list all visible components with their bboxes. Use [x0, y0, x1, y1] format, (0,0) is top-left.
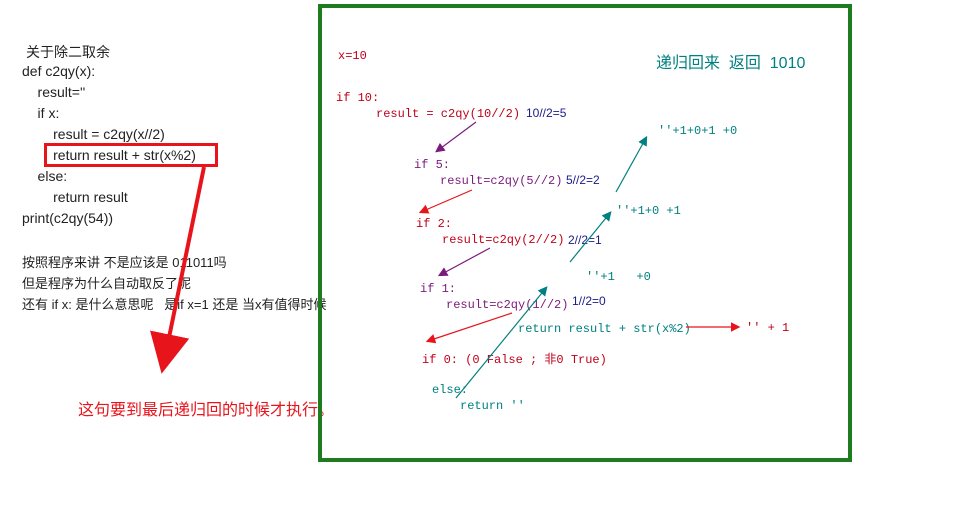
- code-line-def: def c2qy(x):: [22, 63, 96, 79]
- div5-label: 5//2=2: [566, 173, 600, 187]
- return-empty-label: return '': [460, 399, 525, 413]
- code-line-else: else:: [22, 168, 68, 184]
- return-up-1: ''+1 +0: [586, 270, 651, 284]
- result10-label: result = c2qy(10//2): [376, 107, 521, 121]
- code-line-return-empty: return result: [22, 189, 128, 205]
- code-line-if: if x:: [22, 105, 60, 121]
- code-line-print: print(c2qy(54)): [22, 210, 114, 226]
- if2-label: if 2:: [416, 217, 453, 231]
- return-up-2: ''+1+0 +1: [616, 204, 681, 218]
- question-1: 按照程序来讲 不是应该是 011011吗: [22, 255, 227, 270]
- code-heading: 关于除二取余: [26, 44, 110, 60]
- x-init-label: x=10: [338, 49, 367, 63]
- code-line-recursive-call: result = c2qy(x//2): [22, 126, 165, 142]
- return-up-3: ''+1+0+1 +0: [658, 124, 738, 138]
- div1-label: 1//2=0: [572, 294, 606, 308]
- div10-label: 10//2=5: [526, 106, 567, 120]
- if1-label: if 1:: [420, 282, 457, 296]
- if10-label: if 10:: [336, 91, 380, 105]
- if5-label: if 5:: [414, 158, 451, 172]
- return-line-label: return result + str(x%2): [518, 322, 691, 336]
- recursion-diagram-frame: [318, 4, 852, 462]
- if0-label: if 0: (0 False ; 非0 True): [422, 353, 607, 367]
- execution-note: 这句要到最后递归回的时候才执行。: [78, 402, 335, 419]
- return-value-1: '' + 1: [746, 321, 790, 335]
- div2-label: 2//2=1: [568, 233, 602, 247]
- code-line-result-init: result='': [22, 84, 86, 100]
- result2-label: result=c2qy(2//2): [442, 233, 565, 247]
- question-2: 但是程序为什么自动取反了呢: [22, 276, 192, 291]
- diagram-title: 递归回来 返回 1010: [656, 55, 806, 72]
- highlight-box: [44, 143, 218, 167]
- question-3: 还有 if x: 是什么意思呢 是if x=1 还是 当x有值得时候: [22, 297, 327, 312]
- result1-label: result=c2qy(1//2): [446, 298, 569, 312]
- code-line-return-result: return result + str(x%2): [22, 147, 196, 163]
- result5-label: result=c2qy(5//2): [440, 174, 563, 188]
- else-label: else:: [432, 383, 469, 397]
